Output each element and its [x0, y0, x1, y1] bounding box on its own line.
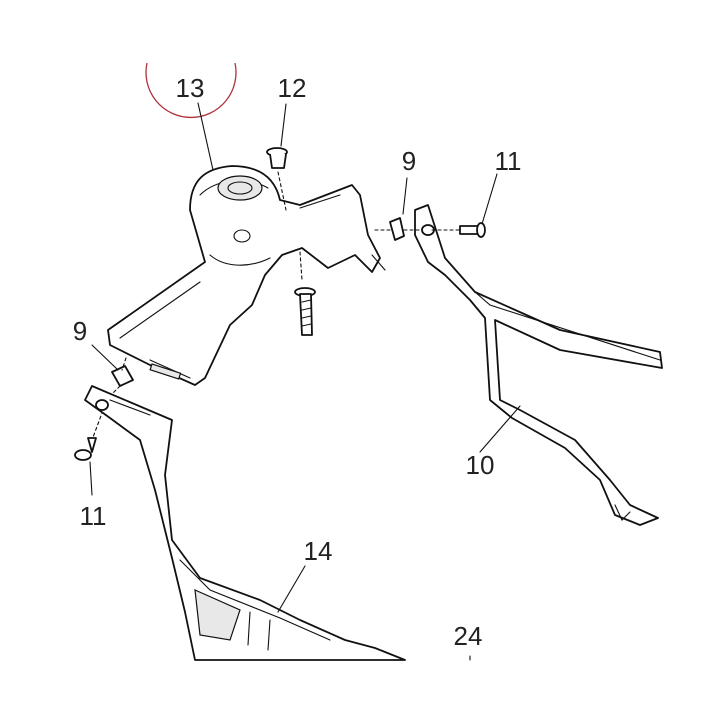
callout-9-left: 9 — [73, 316, 87, 346]
callout-24: 24 — [454, 621, 483, 651]
part-13-upper-cover — [107, 165, 386, 386]
callout-11-top: 11 — [495, 146, 522, 176]
part-10-side-cover — [414, 204, 663, 526]
part-11-screw-left — [74, 404, 106, 461]
part-11-screw-top — [431, 222, 486, 238]
callout-13: 13 — [176, 73, 205, 103]
callout-10: 10 — [466, 450, 495, 480]
part-12-rivet — [266, 147, 288, 211]
part-9-clip-top — [374, 217, 421, 241]
callout-9-top: 9 — [402, 146, 416, 176]
part-14-lower-cover — [84, 385, 406, 661]
leader-lines — [89, 102, 521, 661]
bolt-center — [294, 251, 316, 336]
callout-14: 14 — [304, 536, 333, 566]
callout-11-left: 11 — [80, 501, 107, 531]
highlight-circle — [145, 62, 237, 118]
callout-12: 12 — [278, 73, 307, 103]
